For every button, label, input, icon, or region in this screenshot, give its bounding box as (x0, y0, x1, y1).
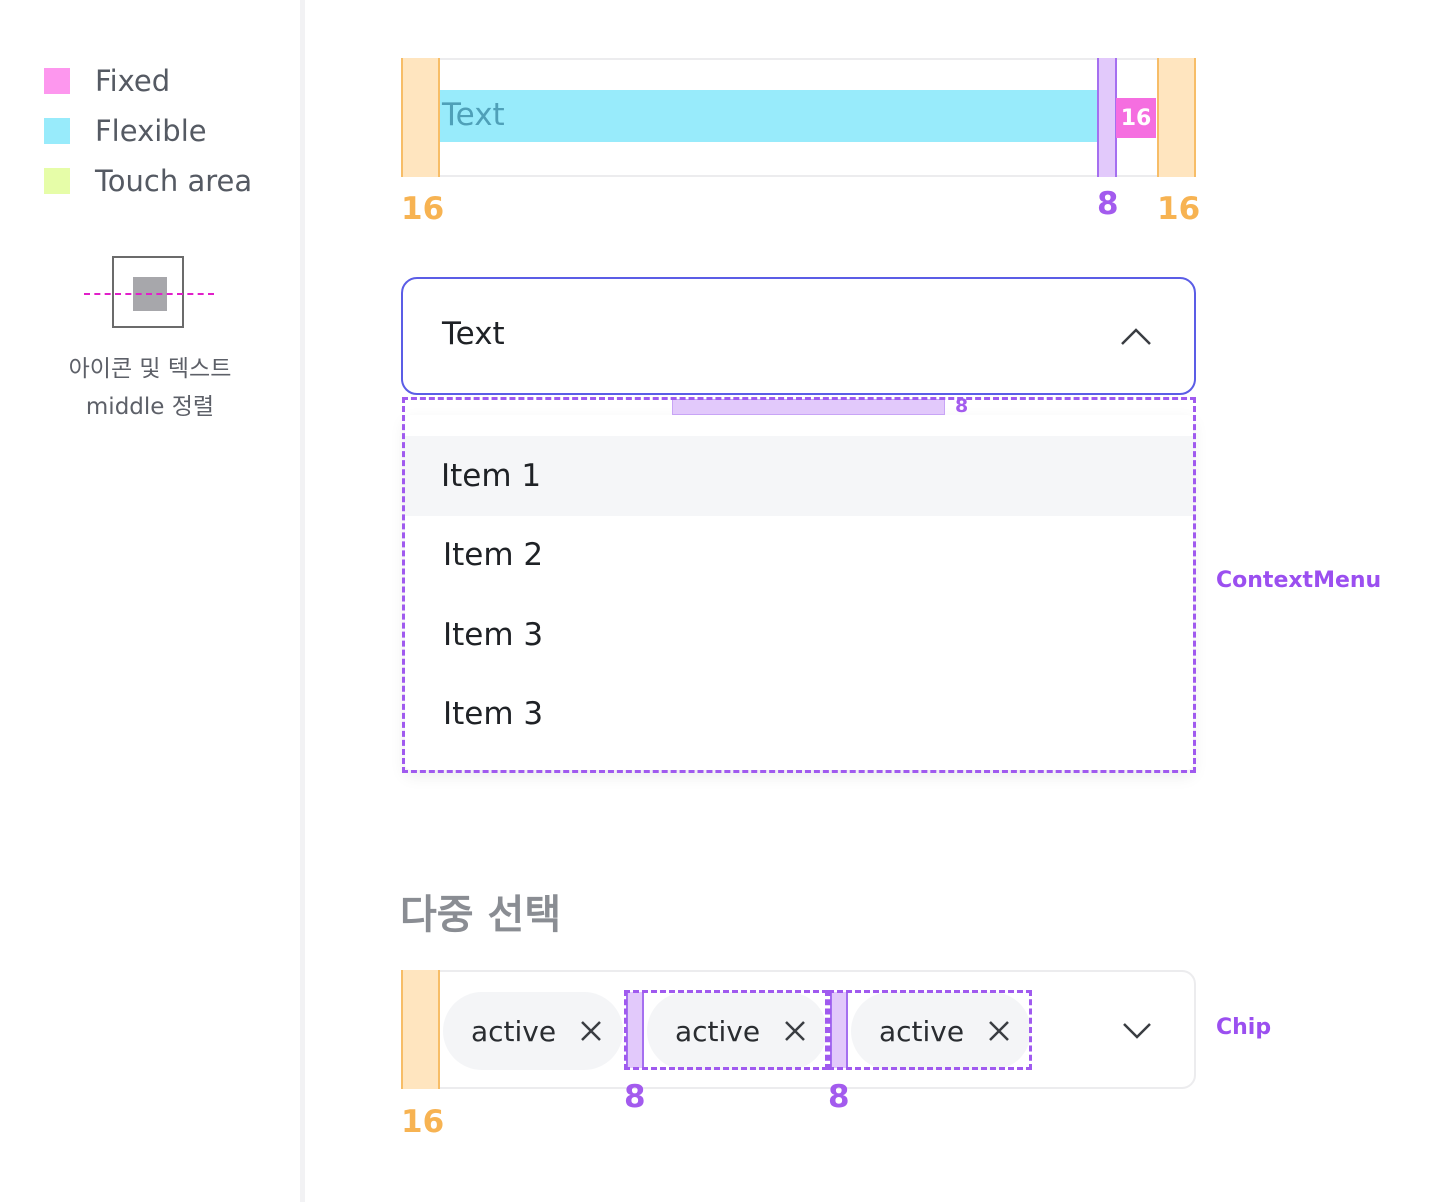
close-icon[interactable] (986, 1018, 1012, 1044)
chip[interactable]: active (443, 992, 623, 1070)
chip-label: active (879, 1014, 965, 1048)
menu-item-1[interactable]: Item 1 (405, 436, 1193, 516)
legend-label-touch-area: Touch area (95, 164, 253, 198)
fixed-icon-size: 16 (1120, 105, 1152, 131)
menu-item-4[interactable]: Item 3 (405, 674, 1193, 754)
spec-field-text: Text (442, 97, 505, 133)
chip-label-annotation: Chip (1216, 1015, 1272, 1040)
padding-left-area (401, 58, 440, 177)
menu-item-label: Item 1 (441, 458, 542, 494)
flexible-text-area (440, 90, 1098, 142)
select-value: Text (442, 316, 505, 352)
legend-label-fixed: Fixed (95, 64, 171, 98)
menu-item-3[interactable]: Item 3 (405, 595, 1193, 675)
padding-right-label: 16 (1157, 191, 1201, 227)
chevron-up-icon[interactable] (1118, 318, 1154, 354)
gap-label: 8 (1097, 186, 1119, 222)
chip[interactable]: active (851, 992, 1031, 1070)
align-caption-line1: 아이콘 및 텍스트 (68, 356, 232, 382)
chip[interactable]: active (647, 992, 827, 1070)
legend-swatch-fixed (44, 68, 70, 94)
chip-padding-left-label: 16 (401, 1104, 445, 1140)
gap-area (1097, 58, 1117, 177)
legend-item-touch-area: Touch area (44, 161, 252, 201)
menu-item-label: Item 3 (443, 696, 544, 732)
section-title: 다중 선택 (400, 892, 562, 938)
context-menu-outline (402, 397, 1196, 773)
chip-label: active (675, 1014, 761, 1048)
chip-padding-left-area (401, 970, 440, 1089)
chip-gap-label-1: 8 (624, 1079, 646, 1115)
legend-item-fixed: Fixed (44, 61, 170, 101)
chip-outline-2 (828, 990, 1032, 1070)
close-icon[interactable] (578, 1018, 604, 1044)
middle-align-icon (112, 256, 184, 328)
chip-outline-1 (624, 990, 828, 1070)
menu-item-label: Item 3 (443, 617, 544, 653)
menu-item-label: Item 2 (443, 537, 544, 573)
menu-gap-label: 8 (955, 395, 969, 417)
middle-align-guide-line (84, 293, 214, 295)
chevron-down-icon[interactable] (1120, 1014, 1154, 1048)
menu-item-2[interactable]: Item 2 (405, 515, 1193, 595)
select-field[interactable] (401, 277, 1196, 395)
legend-label-flexible: Flexible (95, 114, 207, 148)
padding-right-area (1157, 58, 1196, 177)
align-caption-line2: middle 정렬 (85, 394, 215, 420)
chip-gap-area-2 (830, 992, 848, 1068)
context-menu-label: ContextMenu (1216, 568, 1382, 593)
chip-gap-label-2: 8 (828, 1079, 850, 1115)
legend-swatch-touch-area (44, 168, 70, 194)
padding-left-label: 16 (401, 191, 445, 227)
legend-swatch-flexible (44, 118, 70, 144)
align-caption: 아이콘 및 텍스트 middle 정렬 (40, 350, 260, 426)
sidebar-divider (300, 0, 305, 1202)
close-icon[interactable] (782, 1018, 808, 1044)
fixed-icon-area: 16 (1116, 98, 1156, 138)
legend-item-flexible: Flexible (44, 111, 207, 151)
chip-gap-area-1 (626, 992, 644, 1068)
chip-label: active (471, 1014, 557, 1048)
